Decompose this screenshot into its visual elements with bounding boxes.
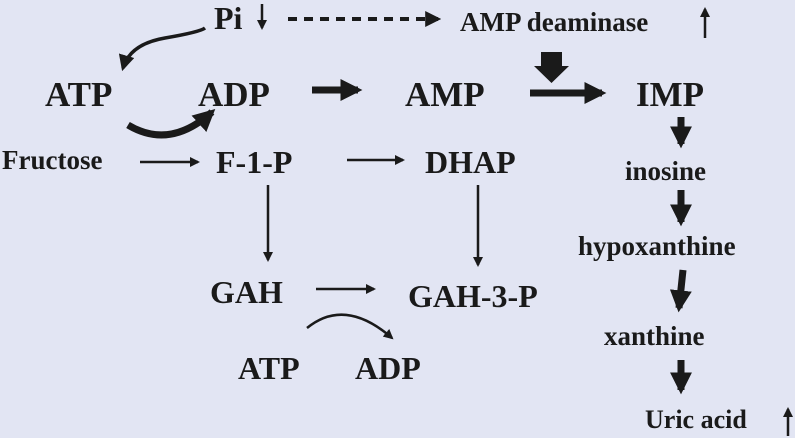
node-atp-top: ATP	[45, 75, 113, 114]
node-atp-bottom: ATP	[238, 350, 300, 386]
node-amp-deaminase: AMP deaminase	[460, 7, 649, 37]
node-gah: GAH	[210, 274, 283, 310]
node-gah-3-p: GAH-3-P	[408, 278, 538, 314]
atp-to-adp-bottom-curve	[306, 313, 394, 340]
node-inosine: inosine	[625, 156, 707, 186]
node-f1p: F-1-P	[216, 144, 293, 180]
amp-deaminase-down-block-arrow	[534, 52, 569, 83]
node-hypoxanthine: hypoxanthine	[578, 231, 736, 261]
atp-to-adp-curve	[126, 109, 216, 139]
pi-release-curve	[118, 26, 207, 72]
node-xanthine: xanthine	[604, 321, 705, 351]
node-dhap: DHAP	[425, 144, 516, 180]
node-uric-acid: Uric acid	[645, 405, 747, 434]
node-pi: Pi	[214, 0, 243, 36]
hypoxanthine-to-xanthine-arrow	[669, 269, 692, 313]
node-amp: AMP	[405, 75, 485, 114]
node-adp-top: ADP	[198, 75, 270, 114]
node-fructose: Fructose	[2, 145, 103, 175]
node-adp-bottom: ADP	[355, 350, 421, 386]
node-imp: IMP	[636, 75, 705, 114]
